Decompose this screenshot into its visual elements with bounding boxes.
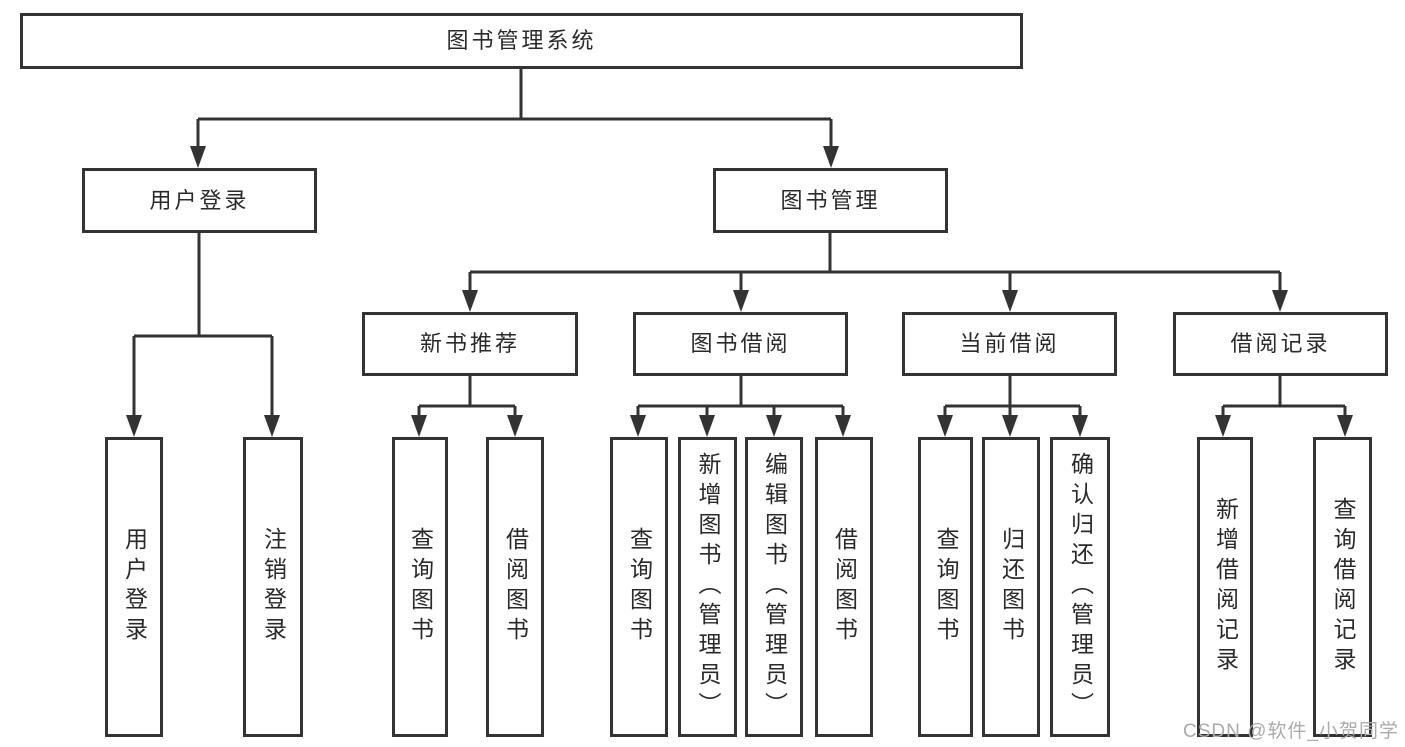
leaf-borrowing-edit-books-admin: 编辑图书（管理员） (745, 437, 803, 737)
node-new-book-recommendation: 新书推荐 (362, 312, 578, 376)
leaf-borrowing-query-books: 查询图书 (610, 437, 668, 737)
leaf-records-add-borrow-record: 新增借阅记录 (1197, 437, 1253, 737)
leaf-current-confirm-return-admin: 确认归还（管理员） (1050, 437, 1110, 737)
leaf-recommend-query-books: 查询图书 (392, 437, 448, 737)
leaf-borrowing-add-books-admin-label: 新增图书（管理员） (695, 452, 721, 722)
node-current-borrowing: 当前借阅 (902, 312, 1117, 376)
leaf-borrowing-add-books-admin: 新增图书（管理员） (678, 437, 737, 737)
leaf-borrowing-borrow-books-label: 借阅图书 (831, 527, 858, 647)
node-new-book-recommendation-label: 新书推荐 (419, 331, 520, 356)
node-book-borrowing-label: 图书借阅 (690, 331, 791, 356)
leaf-records-add-borrow-record-label: 新增借阅记录 (1212, 497, 1239, 677)
node-user-login-label: 用户登录 (149, 187, 250, 213)
node-borrow-records-label: 借阅记录 (1230, 331, 1331, 356)
leaf-user-login-label: 用户登录 (121, 527, 148, 647)
node-current-borrowing-label: 当前借阅 (959, 331, 1060, 356)
leaf-user-login: 用户登录 (105, 437, 163, 737)
leaf-recommend-borrow-books-label: 借阅图书 (502, 527, 529, 647)
node-borrow-records: 借阅记录 (1173, 312, 1388, 376)
leaf-recommend-borrow-books: 借阅图书 (486, 437, 544, 737)
leaf-logout-label: 注销登录 (260, 527, 287, 647)
node-user-login: 用户登录 (82, 168, 317, 233)
node-library-system: 图书管理系统 (20, 13, 1023, 69)
leaf-current-return-books: 归还图书 (982, 437, 1040, 737)
leaf-borrowing-borrow-books: 借阅图书 (815, 437, 873, 737)
leaf-current-return-books-label: 归还图书 (998, 527, 1025, 647)
leaf-records-query-borrow-record: 查询借阅记录 (1313, 437, 1372, 737)
leaf-current-confirm-return-admin-label: 确认归还（管理员） (1067, 452, 1094, 722)
leaf-current-query-books: 查询图书 (918, 437, 973, 737)
leaf-borrowing-query-books-label: 查询图书 (626, 527, 653, 647)
leaf-borrowing-edit-books-admin-label: 编辑图书（管理员） (761, 452, 788, 722)
node-library-system-label: 图书管理系统 (446, 28, 597, 53)
watermark-csdn: CSDN @软件_小贺同学 (1183, 721, 1399, 742)
leaf-logout: 注销登录 (243, 437, 303, 737)
node-book-management-label: 图书管理 (780, 187, 881, 213)
leaf-recommend-query-books-label: 查询图书 (407, 527, 434, 647)
node-book-management: 图书管理 (713, 168, 948, 233)
leaf-current-query-books-label: 查询图书 (933, 527, 959, 647)
leaf-records-query-borrow-record-label: 查询借阅记录 (1330, 497, 1356, 677)
node-book-borrowing: 图书借阅 (633, 312, 848, 376)
